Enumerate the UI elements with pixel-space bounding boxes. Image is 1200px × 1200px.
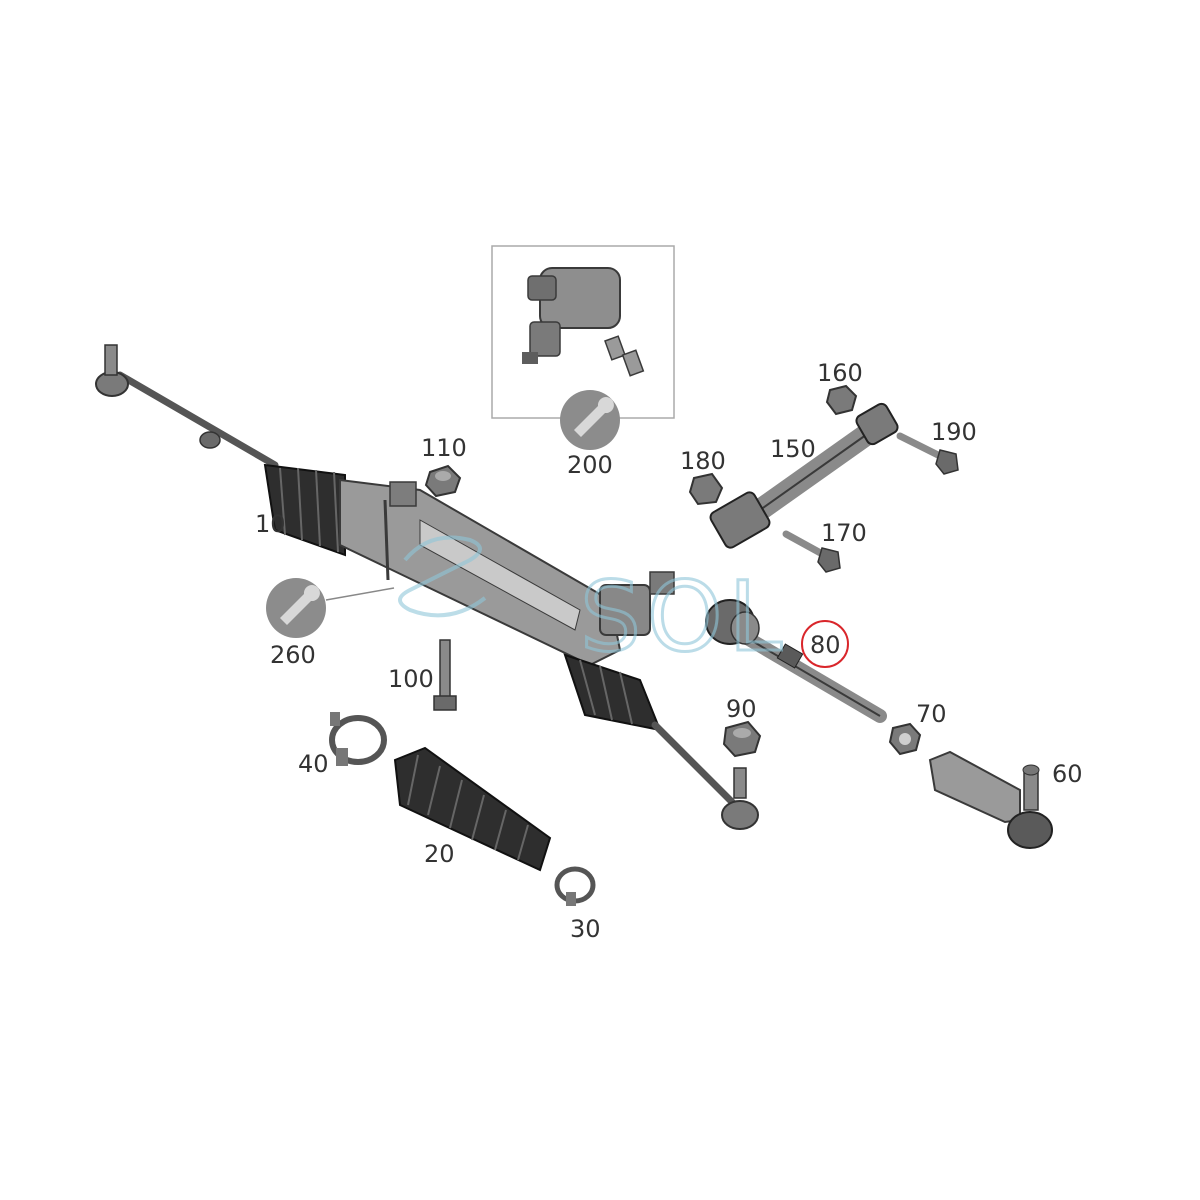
label-90: 90 [726, 695, 757, 723]
label-170: 170 [821, 519, 867, 547]
intermediate-shaft-150[interactable] [708, 402, 899, 550]
nut-90[interactable] [722, 720, 762, 758]
leader-line-260 [325, 587, 395, 601]
wrench-badge-icon [266, 578, 326, 638]
label-20: 20 [424, 840, 455, 868]
boot-20[interactable] [393, 746, 552, 872]
watermark-text: SOL [580, 561, 788, 673]
label-110: 110 [421, 434, 467, 462]
valve-assembly-200[interactable] [522, 267, 645, 377]
label-70: 70 [916, 700, 947, 728]
clamp-30[interactable] [554, 866, 596, 906]
nut-70[interactable] [888, 722, 922, 756]
label-10: 10 [255, 510, 286, 538]
left-boot [263, 463, 346, 557]
nut-110[interactable] [424, 464, 462, 498]
nut-160[interactable] [825, 384, 858, 416]
bolt-100[interactable] [433, 639, 457, 711]
steering-rack-10[interactable] [95, 344, 759, 830]
clamp-40[interactable] [329, 712, 387, 766]
bolt-170[interactable] [782, 530, 841, 573]
tie-rod-end-60[interactable] [928, 750, 1053, 849]
watermark: SOL [398, 535, 788, 675]
bolt-190[interactable] [896, 432, 959, 475]
label-150: 150 [770, 435, 816, 463]
label-100: 100 [388, 665, 434, 693]
wrench-badge-icon [560, 390, 620, 450]
label-40: 40 [298, 750, 329, 778]
nut-180[interactable] [688, 472, 724, 506]
label-200: 200 [567, 451, 613, 479]
label-160: 160 [817, 359, 863, 387]
label-190: 190 [931, 418, 977, 446]
label-80: 80 [810, 631, 841, 659]
label-30: 30 [570, 915, 601, 943]
label-60: 60 [1052, 760, 1083, 788]
highlight-ring-80 [801, 620, 849, 668]
inner-tie-rod-80[interactable] [705, 599, 887, 723]
label-260: 260 [270, 641, 316, 669]
label-180: 180 [680, 447, 726, 475]
